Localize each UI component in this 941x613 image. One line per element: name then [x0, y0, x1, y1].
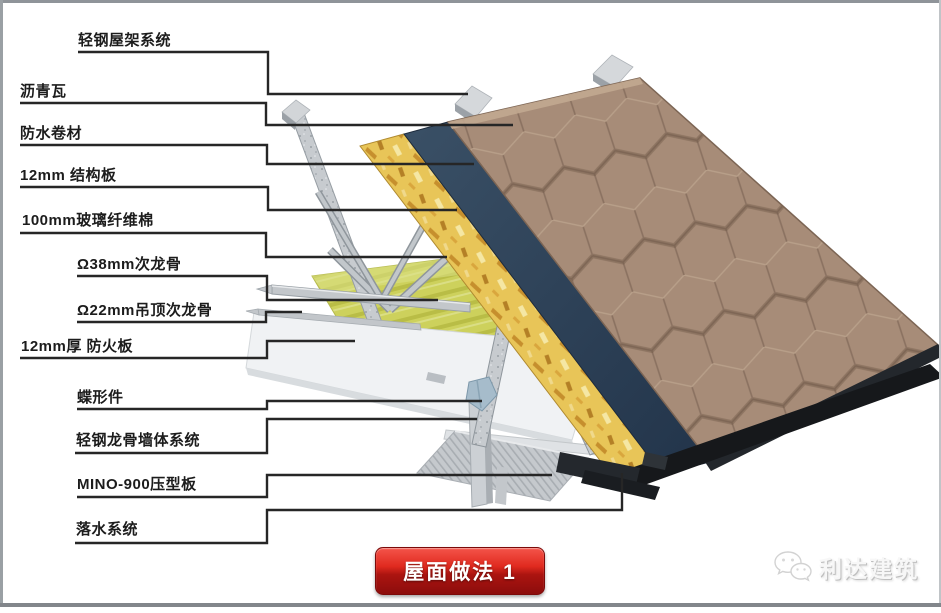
frame-border-left: [0, 0, 3, 607]
frame-border-right: [939, 0, 941, 607]
gutter: [556, 344, 941, 500]
callout-line-glass-fiber-wool: [20, 231, 447, 259]
callout-line-drainage-system: [75, 473, 624, 545]
wechat-icon: [774, 551, 812, 582]
title-badge[interactable]: 屋面做法 1: [375, 547, 545, 595]
callout-label-fireproof-board: 12mm厚 防火板: [21, 338, 134, 355]
callout-lines: [20, 50, 624, 545]
callout-line-butterfly-piece: [77, 399, 482, 411]
callout-label-drainage-system: 落水系统: [76, 521, 139, 538]
callout-line-keel-38mm: [77, 274, 438, 302]
callout-line-profiled-sheet: [77, 473, 552, 499]
callout-line-wall-system: [75, 417, 477, 455]
callout-label-asphalt-shingle: 沥青瓦: [20, 83, 67, 100]
callout-line-ceiling-keel-22mm: [77, 310, 302, 324]
butterfly-connector: [465, 376, 498, 412]
callout-label-profiled-sheet: MINO-900压型板: [77, 476, 197, 493]
shingle-ridge-edge: [448, 78, 643, 129]
callout-label-waterproof-membrane: 防水卷材: [20, 125, 83, 142]
watermark: 利达建筑: [772, 549, 919, 585]
callout-line-fireproof-board: [20, 339, 355, 360]
wall-stud-short: [495, 466, 508, 505]
callout-label-glass-fiber-wool: 100mm玻璃纤维棉: [22, 212, 154, 229]
callout-label-roof-truss-system: 轻钢屋架系统: [78, 32, 172, 49]
truss-rafter-tail-left: [281, 99, 311, 124]
callout-label-wall-system: 轻钢龙骨墙体系统: [76, 432, 201, 449]
callout-label-structural-board: 12mm 结构板: [20, 167, 117, 184]
frame-border-bottom: [0, 603, 941, 607]
watermark-brand: 利达建筑: [819, 556, 919, 582]
frame-border-top: [0, 0, 941, 3]
callout-label-butterfly-piece: 蝶形件: [77, 389, 124, 406]
callout-line-structural-board: [20, 185, 457, 212]
callout-line-waterproof-membrane: [20, 143, 474, 166]
callout-label-keel-38mm: Ω38mm次龙骨: [77, 256, 182, 273]
callout-label-ceiling-keel-22mm: Ω22mm吊顶次龙骨: [77, 302, 213, 319]
callout-line-asphalt-shingle: [20, 101, 513, 127]
ceiling-keel-clip: [426, 372, 446, 384]
callout-line-roof-truss-system: [78, 50, 468, 96]
